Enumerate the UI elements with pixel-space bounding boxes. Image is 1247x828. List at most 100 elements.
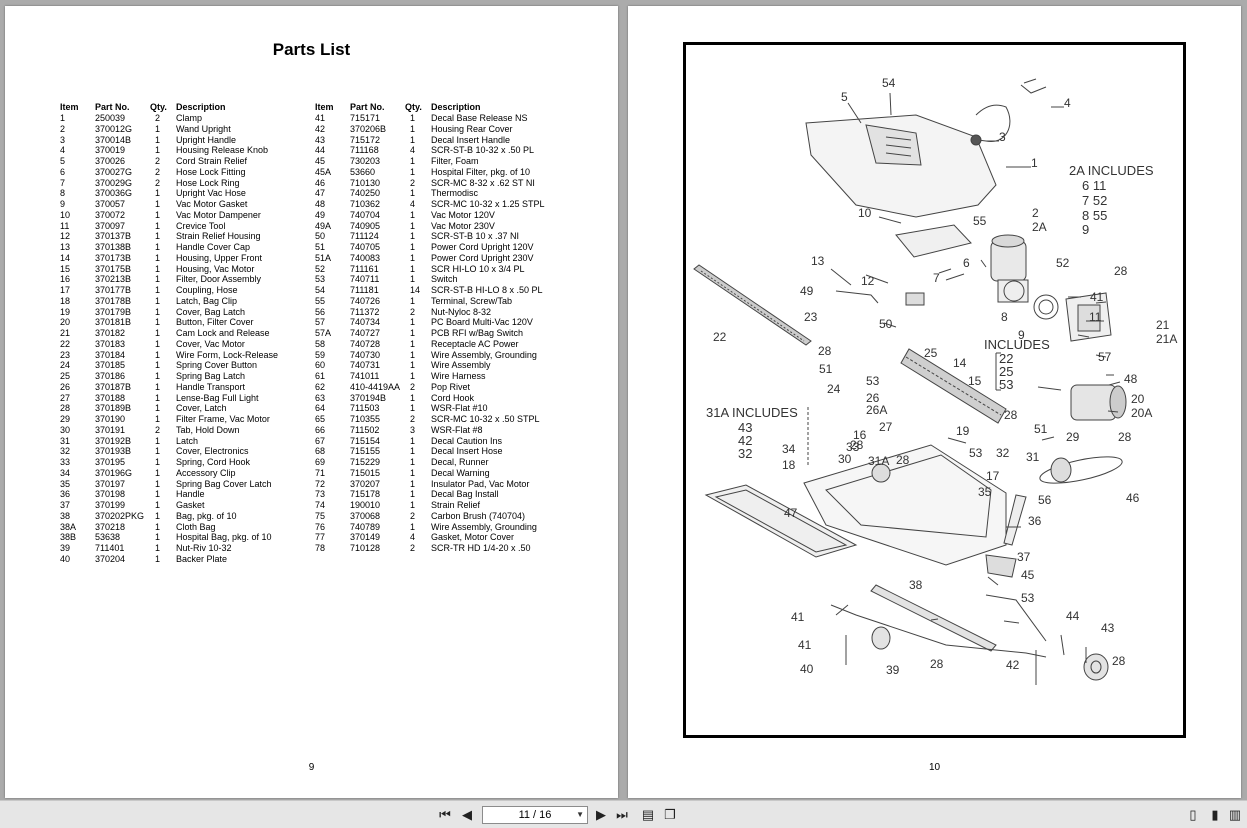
cell-qty: 1: [410, 457, 416, 467]
cell-item: 6: [60, 166, 66, 177]
continuous-page-icon[interactable]: ▮: [1211, 807, 1219, 822]
next-page-icon[interactable]: ▶: [596, 807, 606, 822]
callout-number: 46: [1126, 491, 1140, 505]
callout-number: 45: [1021, 568, 1035, 582]
cell-qty: 1: [410, 134, 416, 145]
cell-item: 61: [315, 371, 326, 381]
page-number: 9: [308, 762, 315, 773]
cell-item: 30: [60, 424, 71, 435]
facing-pages-icon[interactable]: ▥: [1228, 807, 1242, 822]
cell-item: 39: [60, 543, 71, 553]
table-row: 39 711401 1 Nut-Riv 10-32: [60, 543, 278, 554]
cell-item: 65: [315, 414, 326, 424]
two-page-view-icon[interactable]: ❐: [664, 807, 676, 822]
cell-item: 34: [60, 467, 71, 478]
includes-note-31a: 31A INCLUDES 43 42 32: [706, 405, 809, 465]
page-indicator: 11 / 16: [518, 809, 552, 821]
cell-part-no: 711168: [350, 145, 379, 156]
cell-part-no: 370196G: [95, 467, 133, 478]
cell-qty: 1: [155, 553, 161, 564]
cell-part-no: 370202PKG: [95, 510, 145, 521]
header-qty: Qty.: [405, 102, 422, 113]
first-page-icon[interactable]: ⏮: [439, 807, 451, 822]
cell-item: 3: [60, 134, 66, 145]
cell-part-no: 740083: [350, 252, 381, 263]
cell-item: 72: [315, 478, 326, 489]
callout-number: 2: [1032, 206, 1039, 220]
callout-number: 43: [1101, 621, 1115, 635]
cell-qty: 1: [155, 328, 161, 338]
cell-part-no: 715155: [350, 446, 381, 457]
cell-description: Cover, Electronics: [176, 446, 249, 457]
cell-item: 66: [315, 424, 326, 435]
cell-qty: 14: [410, 285, 421, 295]
cell-item: 60: [315, 360, 326, 371]
cell-item: 43: [315, 134, 326, 145]
cell-item: 59: [315, 349, 326, 360]
cell-description: WSR-Flat #10: [431, 403, 488, 414]
cell-item: 2: [60, 123, 66, 134]
cell-description: Upright Vac Hose: [176, 188, 246, 199]
callout-number: 14: [953, 356, 967, 370]
thumbnails-icon[interactable]: ▤: [641, 807, 655, 822]
cell-part-no: 370173B: [95, 252, 132, 263]
cell-part-no: 370199: [95, 500, 126, 510]
document-viewer[interactable]: Parts List Item Part No. Qty. Descriptio…: [0, 0, 1247, 800]
cell-part-no: 370026: [95, 156, 126, 166]
cell-part-no: 370178B: [95, 295, 132, 306]
cell-item: 40: [60, 553, 71, 564]
cell-description: Nut-Riv 10-32: [176, 543, 232, 553]
page-number-input[interactable]: 11 / 16 ▼: [482, 806, 588, 824]
callout-number: 9: [1018, 328, 1025, 342]
header-description: Description: [176, 102, 226, 113]
callout-number: 30: [838, 452, 852, 466]
cell-item: 14: [60, 252, 71, 263]
cell-description: Terminal, Screw/Tab: [431, 295, 513, 306]
previous-page-icon[interactable]: ◀: [462, 807, 472, 822]
cell-qty: 1: [155, 403, 161, 414]
cell-part-no: 370191: [95, 424, 126, 435]
cell-item: 16: [60, 274, 71, 285]
cell-qty: 2: [410, 414, 416, 424]
cell-description: Power Cord Upright 120V: [431, 242, 534, 252]
single-page-icon[interactable]: ▯: [1189, 807, 1197, 822]
cell-item: 13: [60, 242, 71, 252]
cell-part-no: 715229: [350, 457, 381, 467]
callout-number: 28: [1112, 654, 1126, 668]
cell-item: 5: [60, 156, 66, 166]
cell-qty: 1: [155, 306, 161, 317]
cell-part-no: 370072: [95, 209, 126, 220]
cell-description: Handle: [176, 489, 205, 500]
includes-line: 8 55: [1082, 208, 1107, 223]
header-part-no: Part No.: [95, 102, 130, 113]
cell-qty: 2: [155, 166, 161, 177]
cell-description: SCR-ST-B 10-32 x .50 PL: [431, 145, 535, 156]
last-page-icon[interactable]: ⏭: [616, 807, 628, 822]
cell-part-no: 740726: [350, 295, 381, 306]
cell-item: 77: [315, 532, 326, 543]
cell-qty: 1: [155, 145, 161, 156]
cell-description: Spring, Cord Hook: [176, 457, 251, 467]
cell-item: 68: [315, 446, 326, 457]
cell-part-no: 710355: [350, 414, 381, 424]
cell-description: Clamp: [176, 113, 203, 123]
callout-number: 26: [866, 391, 880, 405]
cell-qty: 1: [155, 543, 161, 553]
chevron-down-icon[interactable]: ▼: [576, 810, 584, 819]
cell-part-no: 711401: [95, 543, 125, 553]
callout-number: 37: [1017, 550, 1031, 564]
cell-qty: 2: [155, 424, 161, 435]
